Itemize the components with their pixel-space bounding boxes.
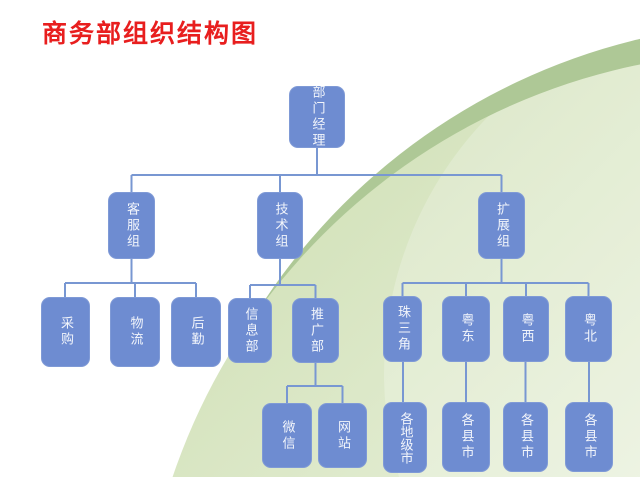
node-logistics: 物流 xyxy=(110,297,160,367)
node-support: 后勤 xyxy=(171,297,221,367)
node-label: 网站 xyxy=(335,419,350,452)
node-expansion-group: 扩展组 xyxy=(478,192,525,259)
node-label: 信息部 xyxy=(242,306,258,355)
node-label: 各县市 xyxy=(518,413,533,461)
node-label: 扩展组 xyxy=(494,201,509,250)
node-county-cities-east: 各县市 xyxy=(442,402,490,472)
node-label: 珠三角 xyxy=(395,305,410,353)
node-label: 客服组 xyxy=(124,201,139,250)
node-department-manager: 部门经理 xyxy=(289,85,345,149)
node-promotion-dept: 推广部 xyxy=(292,298,339,363)
node-east-guangdong: 粤东 xyxy=(442,296,490,362)
node-label: 部门经理 xyxy=(309,85,325,149)
node-west-guangdong: 粤西 xyxy=(503,296,549,362)
node-website: 网站 xyxy=(318,403,367,468)
node-prefecture-level-cities: 各地级市 xyxy=(383,402,427,473)
node-label: 粤西 xyxy=(518,313,534,345)
node-label: 粤东 xyxy=(458,313,474,345)
green-disc-highlight xyxy=(384,52,640,477)
node-label: 微信 xyxy=(279,419,295,452)
slide-title: 商务部组织结构图 xyxy=(42,19,259,48)
connector-lines xyxy=(64,148,590,403)
node-county-cities-north: 各县市 xyxy=(565,402,613,472)
node-county-cities-west: 各县市 xyxy=(503,402,548,472)
node-label: 各县市 xyxy=(458,413,474,461)
node-technology-group: 技术组 xyxy=(257,192,303,259)
node-label: 各地级市 xyxy=(397,411,413,464)
node-north-guangdong: 粤北 xyxy=(565,296,612,362)
node-label: 推广部 xyxy=(308,306,323,355)
node-label: 技术组 xyxy=(272,201,288,250)
node-label: 物流 xyxy=(127,316,143,348)
node-wechat: 微信 xyxy=(262,403,312,468)
node-information-dept: 信息部 xyxy=(228,298,272,363)
node-pearl-river-delta: 珠三角 xyxy=(383,296,422,362)
node-label: 各县市 xyxy=(581,413,597,461)
node-label: 采购 xyxy=(58,316,73,348)
green-disc xyxy=(172,64,640,477)
node-customer-service-group: 客服组 xyxy=(108,192,155,259)
node-label: 后勤 xyxy=(188,316,204,348)
node-label: 粤北 xyxy=(581,313,596,345)
node-procurement: 采购 xyxy=(41,297,90,367)
